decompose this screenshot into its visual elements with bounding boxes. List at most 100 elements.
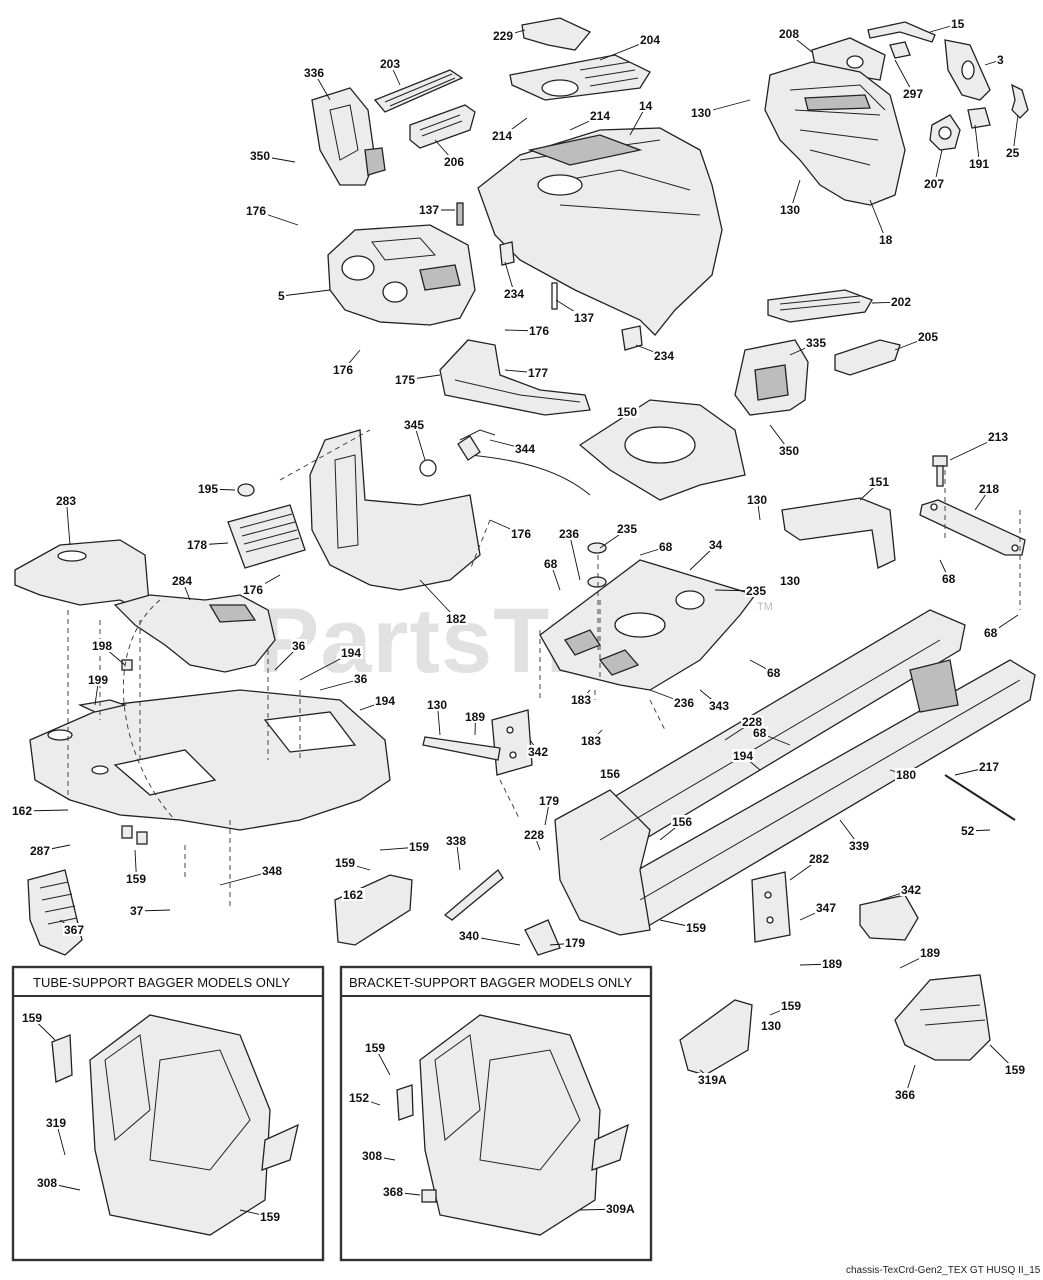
- callout-bg: [708, 699, 731, 712]
- callout-bg: [382, 1185, 405, 1198]
- callout-number: 177: [528, 366, 548, 380]
- callout-bg: [917, 330, 940, 343]
- part-213-bolt: [932, 455, 948, 487]
- callout-bg: [868, 475, 891, 488]
- callout-bg: [291, 639, 307, 652]
- callout-338: 338: [445, 834, 468, 871]
- callout-bg: [890, 295, 913, 308]
- callout-number: 151: [869, 475, 889, 489]
- callout-68: 68: [983, 614, 1019, 640]
- callout-number: 342: [528, 745, 548, 759]
- callout-number: 68: [767, 666, 781, 680]
- callout-18: 18: [869, 199, 894, 247]
- callout-bg: [379, 57, 402, 70]
- callout-bg: [36, 1176, 59, 1189]
- callout-336: 336: [303, 66, 331, 101]
- callout-number: 218: [979, 482, 999, 496]
- part-349-bar: [422, 736, 501, 761]
- callout-bg: [960, 824, 976, 837]
- callout-number: 338: [446, 834, 466, 848]
- part-235-bushing-b: [587, 576, 607, 588]
- part-198-clip: [121, 659, 133, 671]
- callout-number: 287: [30, 844, 50, 858]
- leader-line: [281, 289, 331, 297]
- callout-number: 180: [896, 768, 916, 782]
- part-182-dash-front: [309, 429, 481, 591]
- callout-297: 297: [894, 59, 925, 101]
- callout-202: 202: [871, 295, 913, 309]
- callout-68: 68: [939, 559, 957, 586]
- leader-line: [66, 500, 71, 546]
- callout-bg: [340, 646, 363, 659]
- callout-number: 234: [654, 349, 674, 363]
- callout-number: 194: [375, 694, 395, 708]
- callout-bg: [29, 844, 52, 857]
- callout-bg: [779, 574, 802, 587]
- callout-bg: [528, 324, 551, 337]
- callout-159: 159: [125, 849, 148, 886]
- callout-number: 159: [409, 840, 429, 854]
- callout-bg: [848, 839, 871, 852]
- callout-number: 179: [565, 936, 585, 950]
- callout-150: 150: [616, 404, 639, 419]
- callout-156: 156: [659, 815, 694, 841]
- callout-162: 162: [11, 804, 69, 818]
- callout-199: 199: [87, 673, 110, 706]
- callout-number: 228: [524, 828, 544, 842]
- callout-bg: [616, 405, 639, 418]
- callout-number: 14: [639, 99, 653, 113]
- part-366-bracket: [679, 999, 753, 1076]
- callout-5: 5: [277, 289, 331, 303]
- callout-bg: [418, 203, 441, 216]
- callout-bg: [543, 557, 559, 570]
- part-150-tray: [578, 399, 746, 501]
- callout-367: 367: [59, 919, 86, 937]
- callout-number: 159: [22, 1011, 42, 1025]
- callout-bg: [63, 923, 86, 936]
- callout-number: 130: [747, 493, 767, 507]
- callout-68: 68: [639, 540, 674, 556]
- callout-68: 68: [752, 726, 791, 746]
- callout-number: 130: [691, 106, 711, 120]
- callout-number: 18: [879, 233, 893, 247]
- callout-number: 198: [92, 639, 112, 653]
- callout-151: 151: [859, 475, 891, 501]
- callout-335: 335: [789, 336, 828, 356]
- callout-218: 218: [974, 482, 1001, 511]
- callout-3: 3: [984, 53, 1005, 67]
- callout-bg: [815, 901, 838, 914]
- callout-bg: [616, 522, 639, 535]
- callout-130: 130: [760, 1019, 783, 1033]
- part-18-front-grille: [764, 61, 906, 206]
- callout-bg: [605, 1202, 635, 1215]
- part-3-bracket: [944, 39, 991, 101]
- callout-137: 137: [555, 299, 596, 325]
- callout-bg: [11, 804, 34, 817]
- callout-195: 195: [197, 482, 236, 496]
- callout-bg: [671, 815, 694, 828]
- callout-214: 214: [569, 109, 612, 131]
- callout-bg: [760, 1019, 783, 1032]
- callout-191: 191: [968, 124, 991, 171]
- callout-number: 282: [809, 852, 829, 866]
- callout-236: 236: [649, 689, 696, 710]
- callout-bg: [364, 1041, 387, 1054]
- callout-bg: [87, 673, 110, 686]
- callout-bg: [445, 612, 468, 625]
- callout-bg: [902, 87, 925, 100]
- callout-number: 235: [746, 584, 766, 598]
- part-25-hook: [1011, 83, 1029, 119]
- callout-217: 217: [954, 760, 1001, 776]
- callout-159: 159: [239, 1209, 282, 1224]
- callout-137: 137: [418, 203, 455, 217]
- callout-159: 159: [769, 999, 803, 1016]
- callout-number: 176: [333, 363, 353, 377]
- callout-340: 340: [458, 929, 521, 946]
- part-191-clip: [967, 107, 991, 129]
- callout-14: 14: [629, 99, 654, 136]
- callout-bg: [403, 418, 426, 431]
- callout-number: 308: [37, 1176, 57, 1190]
- callout-189: 189: [799, 957, 844, 971]
- callout-206: 206: [434, 139, 466, 169]
